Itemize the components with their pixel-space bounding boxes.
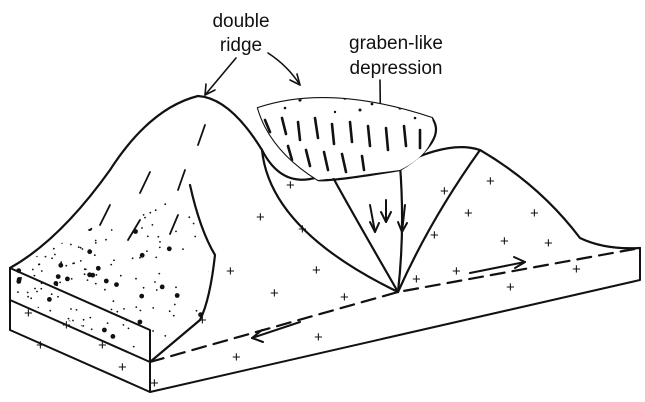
- svg-text:+: +: [98, 337, 107, 354]
- leader-double-ridge-arrow: [205, 58, 236, 95]
- label-double-line1: double: [212, 11, 269, 32]
- svg-text:+: +: [270, 285, 279, 302]
- label-depression-line1: graben-like: [349, 33, 443, 54]
- fault-arrows: [252, 200, 525, 342]
- svg-text:+: +: [340, 289, 349, 306]
- label-double-line2: ridge: [220, 35, 262, 56]
- svg-text:+: +: [486, 173, 495, 190]
- svg-text:+: +: [452, 263, 461, 280]
- svg-text:+: +: [298, 221, 307, 238]
- svg-text:+: +: [430, 227, 439, 244]
- ridge-hachures: [100, 125, 205, 240]
- svg-text:+: +: [286, 177, 295, 194]
- svg-text:+: +: [256, 209, 265, 226]
- svg-text:+: +: [312, 262, 321, 279]
- svg-text:+: +: [412, 271, 421, 288]
- svg-text:+: +: [464, 205, 473, 222]
- svg-text:+: +: [24, 305, 33, 322]
- svg-text:+: +: [530, 205, 539, 222]
- svg-text:+: +: [226, 263, 235, 280]
- svg-text:+: +: [232, 349, 241, 366]
- svg-text:+: +: [150, 375, 159, 392]
- svg-text:+: +: [572, 261, 581, 278]
- svg-text:+: +: [198, 312, 207, 329]
- label-depression-line2: depression: [350, 58, 443, 79]
- svg-text:+: +: [62, 317, 71, 334]
- svg-text:+: +: [500, 233, 509, 250]
- svg-text:+: +: [314, 329, 323, 346]
- fault-trace: [150, 248, 640, 362]
- svg-text:+: +: [36, 337, 45, 354]
- svg-text:+: +: [506, 279, 515, 296]
- block-base: [10, 248, 640, 392]
- leader-ridge-right-arrow: [268, 53, 300, 85]
- svg-text:+: +: [544, 235, 553, 252]
- svg-text:+: +: [440, 183, 449, 200]
- svg-text:+: +: [118, 359, 127, 376]
